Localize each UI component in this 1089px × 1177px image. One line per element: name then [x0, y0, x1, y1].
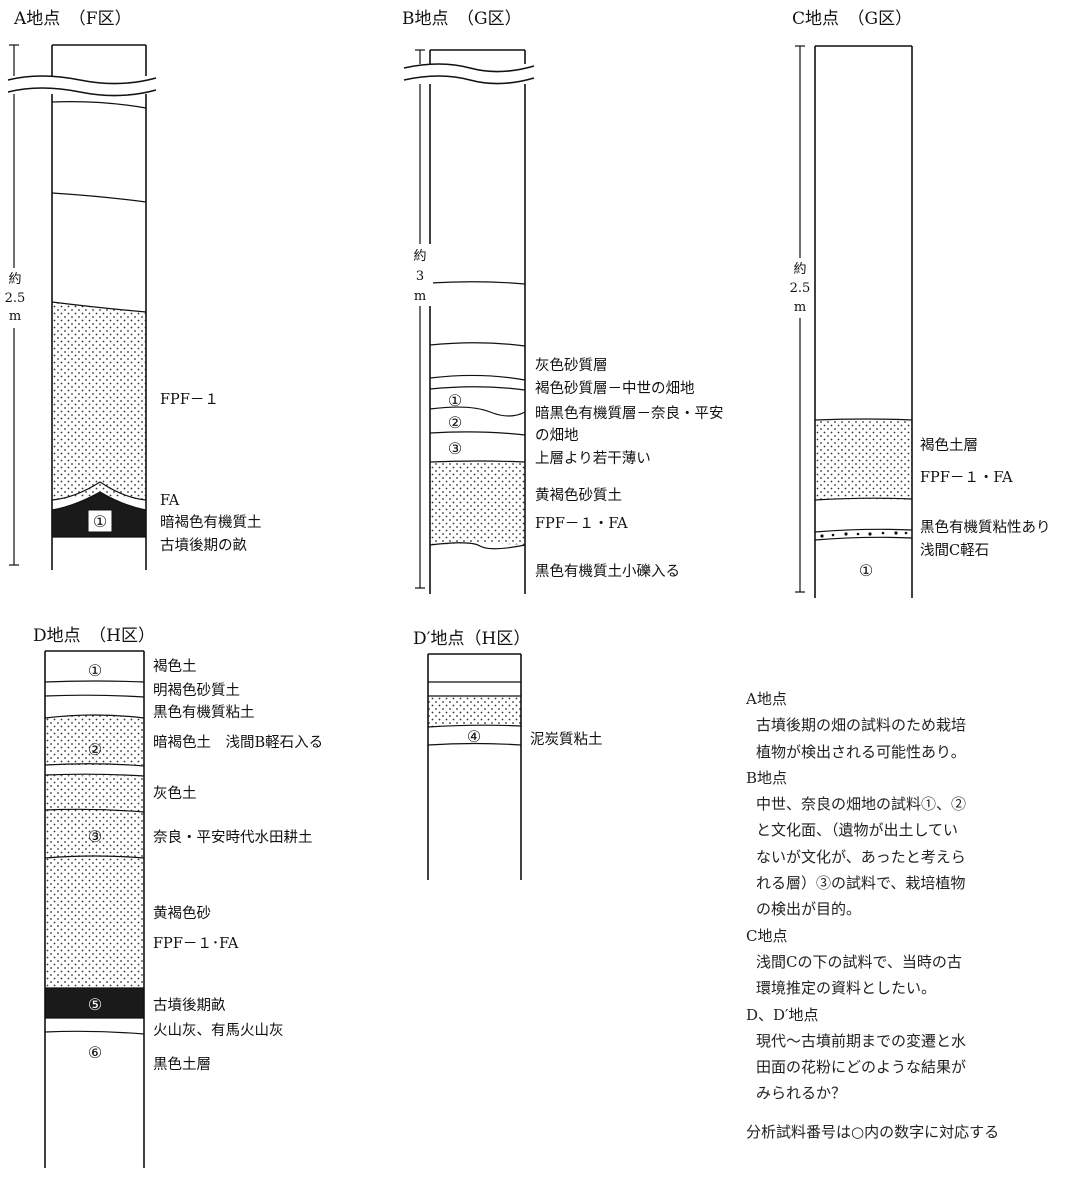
- column-c: C地点 （G区） ① 約 2.5 m 褐色土層 FPF－１・FA 黒色有機質粘性…: [788, 9, 1051, 598]
- column-b: B地点 （G区） ① ② ③ 約 3 m 灰色砂質層 褐色砂質層－中世の畑地 暗…: [402, 9, 724, 594]
- height-label-b-3: m: [414, 289, 426, 304]
- layer-label-d-1: 褐色土: [153, 658, 197, 675]
- layer-label-b-7: FPF－１・FA: [535, 516, 628, 532]
- layer-label-b-1: 灰色砂質層: [535, 356, 608, 374]
- sample-marker-b3: ③: [448, 439, 462, 458]
- column-d-prime-title: D′地点（H区）: [413, 629, 530, 649]
- height-label-b-1: 約: [413, 249, 426, 264]
- sample-marker-d3: ③: [88, 827, 102, 846]
- layer-label-d-8: FPF－１･FA: [153, 936, 239, 952]
- layer-label-d-9: 古墳後期畝: [153, 997, 226, 1014]
- notes-panel: A地点 古墳後期の畑の試料のため栽培 植物が検出される可能性あり。 B地点 中世…: [746, 686, 1082, 1145]
- sample-marker-b2: ②: [448, 413, 462, 432]
- note-text-b-1: 中世、奈良の畑地の試料①、②: [756, 795, 967, 814]
- note-text-b-3: ないが文化が、あったと考えら: [756, 847, 966, 866]
- note-text-d-2: 田面の花粉にどのような結果が: [756, 1058, 967, 1077]
- layer-label-c-3: 黒色有機質粘性あり: [920, 518, 1051, 536]
- sample-marker-d2: ②: [88, 740, 102, 759]
- sample-marker-d4: ④: [467, 727, 481, 746]
- note-point-a: A地点: [746, 690, 787, 708]
- layer-label-c-2: FPF－１・FA: [920, 470, 1013, 486]
- layer-label-a-dark: 暗褐色有機質土: [160, 513, 262, 531]
- height-label-b-2: 3: [416, 269, 424, 284]
- layer-label-b-4: の畑地: [535, 427, 579, 444]
- note-text-c-1: 浅間Cの下の試料で、当時の古: [756, 952, 962, 971]
- layer-label-dp-1: 泥炭質粘土: [530, 730, 603, 748]
- layer-label-c-4: 浅間C軽石: [920, 542, 989, 559]
- sample-marker-a1: ①: [93, 512, 107, 531]
- note-text-a-2: 植物が検出される可能性あり。: [756, 742, 966, 761]
- footnote: 分析試料番号は○内の数字に対応する: [746, 1122, 1000, 1141]
- note-text-b-2: と文化面、（遺物が出土してい: [756, 821, 959, 840]
- layer-label-d-4: 暗褐色土 浅間B軽石入る: [153, 734, 323, 751]
- layer-label-b-3: 暗黒色有機質層－奈良・平安: [535, 404, 724, 422]
- column-d: D地点 （H区） ① ② ③ ⑤ ⑥ 褐色土 明褐色砂質土 黒色有機質粘土 暗褐…: [33, 626, 323, 1168]
- column-a: A地点 （F区） ① 約 2.5 m FPF－１ FA 暗褐色有機質土: [2, 9, 262, 570]
- layer-label-a-furrow: 古墳後期の畝: [160, 537, 247, 554]
- sample-marker-d6: ⑥: [88, 1043, 102, 1062]
- column-c-title: C地点 （G区）: [792, 9, 912, 29]
- column-d-title: D地点 （H区）: [33, 626, 155, 646]
- layer-label-d-7: 黄褐色砂: [153, 905, 211, 922]
- layer-label-c-1: 褐色土層: [920, 437, 978, 454]
- height-label-c-2: 2.5: [790, 281, 811, 296]
- height-label-a-2: 2.5: [5, 291, 26, 306]
- height-label-a-3: m: [9, 309, 21, 324]
- layer-label-b-6: 黄褐色砂質土: [535, 486, 622, 504]
- column-b-title: B地点 （G区）: [402, 9, 522, 29]
- note-text-d-3: みられるか？: [756, 1084, 847, 1103]
- layer-label-d-6: 奈良・平安時代水田耕土: [153, 828, 313, 846]
- layer-label-d-2: 明褐色砂質土: [153, 681, 240, 699]
- note-point-c: C地点: [746, 926, 788, 945]
- layer-label-b-5: 上層より若干薄い: [535, 450, 651, 467]
- sample-marker-b1: ①: [448, 391, 462, 410]
- sample-marker-d5: ⑤: [88, 995, 102, 1014]
- sample-marker-c1: ①: [859, 561, 873, 580]
- note-text-c-2: 環境推定の資料としたい。: [756, 979, 937, 998]
- layer-label-d-3: 黒色有機質粘土: [153, 703, 255, 721]
- note-text-d-1: 現代～古墳前期までの変遷と水: [756, 1031, 967, 1050]
- layer-label-b-2: 褐色砂質層－中世の畑地: [535, 379, 695, 397]
- layer-label-a-fpf: FPF－１: [160, 392, 219, 408]
- layer-label-a-fa: FA: [160, 493, 180, 509]
- note-text-b-5: の検出が目的。: [756, 900, 862, 919]
- column-d-prime: D′地点（H区） ④ 泥炭質粘土: [413, 629, 603, 880]
- height-label-c-1: 約: [793, 262, 806, 277]
- note-text-a-1: 古墳後期の畑の試料のため栽培: [756, 716, 967, 735]
- note-point-b: B地点: [746, 768, 788, 787]
- note-point-d: D、D′地点: [746, 1005, 819, 1024]
- layer-label-d-11: 黒色土層: [153, 1056, 211, 1073]
- column-a-title: A地点 （F区）: [13, 9, 132, 29]
- sample-marker-d1: ①: [88, 661, 102, 680]
- layer-label-d-5: 灰色土: [153, 785, 197, 802]
- height-label-a-1: 約: [8, 272, 21, 287]
- note-text-b-4: れる層）③の試料で、栽培植物: [756, 874, 966, 893]
- height-label-c-3: m: [794, 300, 806, 315]
- layer-label-d-10: 火山灰、有馬火山灰: [153, 1022, 284, 1039]
- layer-label-b-8: 黒色有機質土小礫入る: [535, 562, 680, 580]
